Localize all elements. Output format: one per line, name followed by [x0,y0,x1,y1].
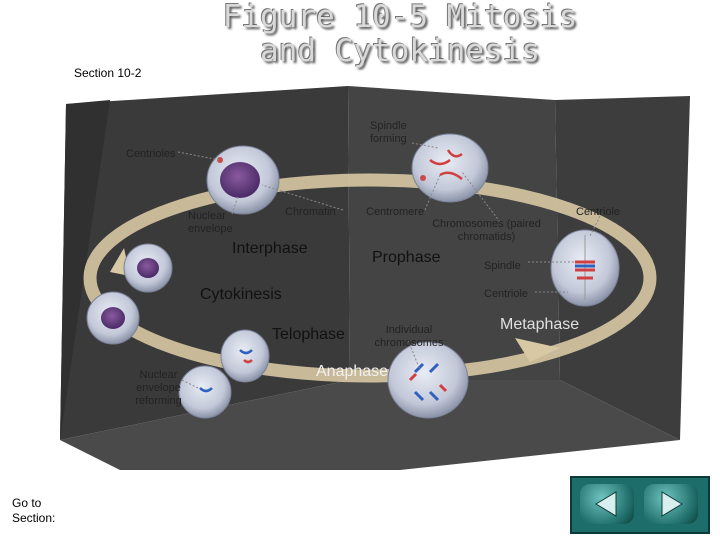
section-label: Section 10-2 [74,66,142,80]
spindle-label: Spindle [484,260,521,272]
cytokinesis-label: Cytokinesis [200,286,282,303]
prophase-label: Prophase [372,249,441,266]
anaphase-label: Anaphase [316,363,389,380]
metaphase-label: Metaphase [500,316,580,333]
spindle-forming-label: Spindle forming [370,120,407,145]
individual-chromosomes-label: Individual chromosomes [374,324,444,349]
forward-arrow-icon [661,491,683,517]
chromatin-label: Chromatin [285,206,336,218]
forward-button[interactable] [644,484,698,524]
telophase-cell [178,329,270,419]
anaphase-cell [387,341,469,419]
back-arrow-icon [595,491,617,517]
nuclear-envelope-reforming-label: Nuclear envelope reforming [135,369,182,407]
chromosomes-label: Chromosomes (paired chromatids) [432,218,541,243]
label-leaders [177,142,601,389]
title-line-1: Figure 10-5 Mitosis [222,0,578,35]
interphase-label: Interphase [232,240,308,257]
centriole-top-label: Centriole [576,206,621,218]
navigation-panel [570,476,710,534]
title-line-2: and Cytokinesis [260,33,540,69]
prophase-cell [411,133,489,203]
centromere-label: Centromere [366,206,425,218]
figure-title: Figure 10-5 Mitosis and Cytokinesis [200,0,600,68]
nuclear-envelope-label: Nuclear envelope [188,210,233,235]
go-to-section-label: Go to Section: [12,496,56,525]
metaphase-cell [550,229,620,307]
cytokinesis-cells [86,243,173,345]
centriole-mid-label: Centriole [484,288,529,300]
telophase-label: Telophase [272,326,345,343]
interphase-cell [206,145,280,215]
back-button[interactable] [580,484,634,524]
centrioles-label: Centrioles [126,148,176,160]
